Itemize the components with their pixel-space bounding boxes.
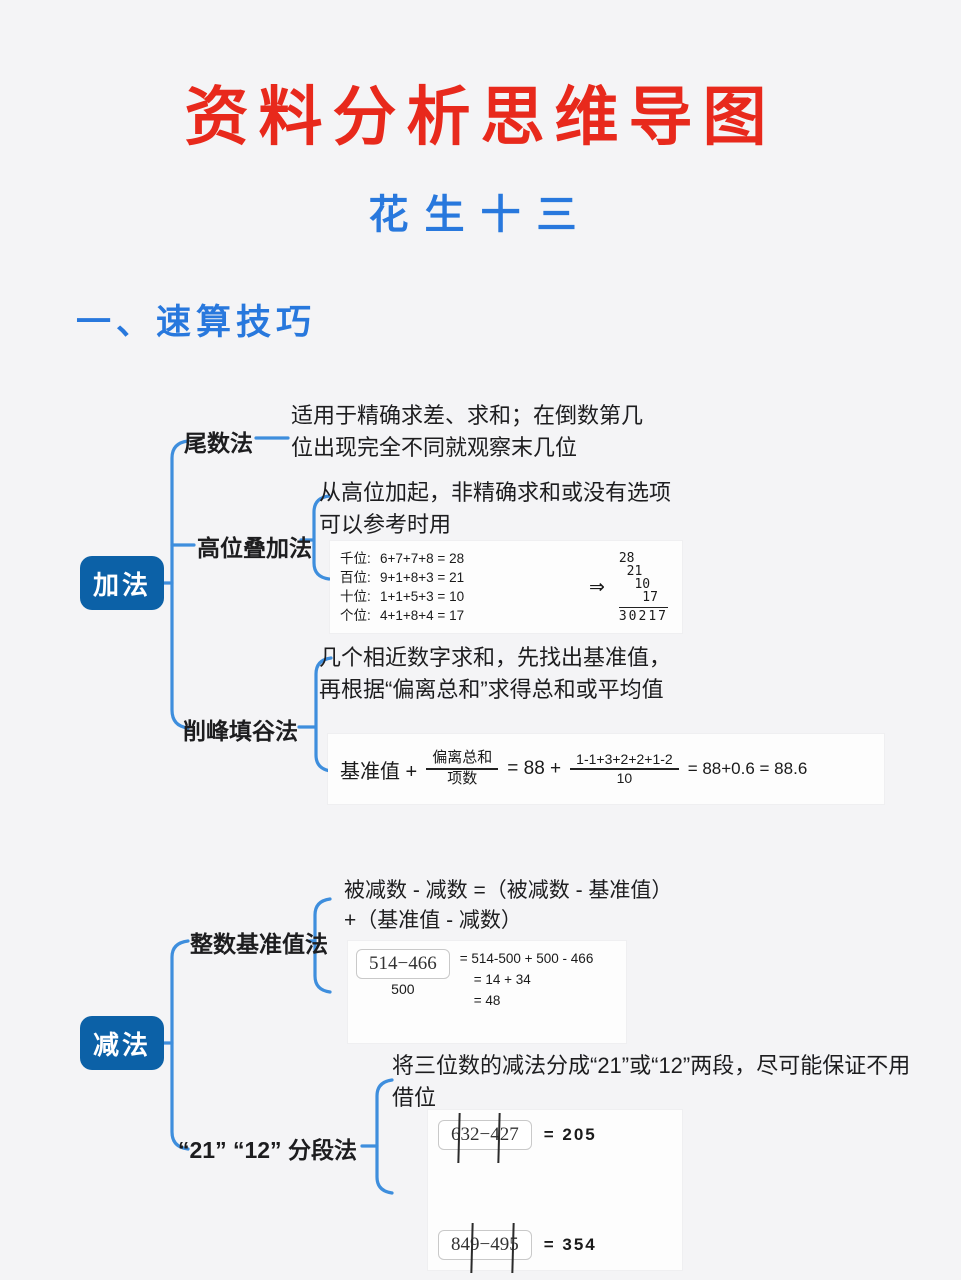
base-value: 500	[391, 981, 415, 997]
subtraction-trunk	[170, 939, 190, 1151]
segment-tick	[470, 1222, 474, 1274]
example-panel-fenduan: 632−427 = 205 849−495 = 354	[428, 1110, 682, 1274]
example-row: 632−427 = 205	[438, 1112, 672, 1164]
formula-mid: = 88 +	[507, 758, 562, 779]
fraction-deviation: 偏离总和 项数	[426, 749, 499, 789]
stacked-sum-total: 30217	[618, 606, 668, 624]
calc-text: 4+1+8+4 = 17	[380, 608, 465, 623]
expression-with-ticks: 849−495	[438, 1222, 532, 1274]
calc-text: 6+7+7+8 = 28	[380, 551, 465, 566]
branch-label-fenduan: “21” “12” 分段法	[178, 1137, 357, 1163]
formula-lhs: 基准值 +	[340, 760, 418, 783]
node-addition: 加法	[80, 556, 164, 610]
fraction-numbers: 1-1+3+2+2+1-2 10	[570, 751, 679, 788]
place-label: 个位:	[340, 608, 371, 623]
page-subtitle: 花生十三	[368, 193, 593, 237]
fraction-denominator: 项数	[447, 770, 478, 787]
section-heading: 一、速算技巧	[76, 303, 317, 342]
example-panel-addition: 千位: 6+7+7+8 = 28 百位: 9+1+8+3 = 21 十位: 1+1+5…	[330, 541, 682, 633]
place-label: 千位:	[340, 551, 371, 566]
fenduan-bracket	[375, 1078, 394, 1195]
stacked-addition: 28 21 10 17 30217	[618, 550, 668, 624]
note-gaowei: 从高位加起，非精确求和或没有选项可以参考时用	[319, 480, 672, 537]
branch-label-gaowei: 高位叠加法	[197, 535, 312, 561]
stair-line: 21	[626, 563, 643, 579]
calc-text: 1+1+5+3 = 10	[380, 589, 465, 604]
expression-with-ticks: 632−427	[438, 1112, 532, 1164]
example-row: 849−495 = 354	[438, 1222, 672, 1274]
stair-line: 28	[618, 550, 635, 566]
place-label: 十位:	[340, 589, 371, 604]
expression-with-base: 514−466 500	[356, 949, 450, 1035]
calc-row: 十位: 1+1+5+3 = 10	[340, 587, 575, 606]
node-subtraction: 减法	[80, 1016, 164, 1070]
formula-rhs: = 88+0.6 = 88.6	[687, 759, 808, 778]
example-panel-zhengshu: 514−466 500 = 514-500 + 500 - 466 = 14 +…	[348, 941, 626, 1043]
note-zhengshu: 被减数 - 减数 =（被减数 - 基准值）+（基准值 - 减数）	[344, 879, 662, 933]
expression-box: 514−466	[356, 949, 450, 979]
note-fenduan: 将三位数的减法分成“21”或“12”两段，尽可能保证不用借位	[392, 1053, 911, 1110]
fraction-numerator: 偏离总和	[426, 749, 499, 770]
branch-label-zhengshu: 整数基准值法	[190, 931, 328, 957]
branch-label-xuefeng: 削峰填谷法	[183, 718, 298, 744]
place-label: 百位:	[340, 570, 371, 585]
calc-row: 个位: 4+1+8+4 = 17	[340, 606, 575, 625]
calc-row: 千位: 6+7+7+8 = 28	[340, 549, 575, 568]
formula-panel-xuefeng: 基准值 + 偏离总和 项数 = 88 + 1-1+3+2+2+1-2 10 = …	[328, 734, 884, 804]
expression-box: 632−427	[438, 1120, 532, 1150]
expression-box: 849−495	[438, 1230, 532, 1260]
calc-text: 9+1+8+3 = 21	[380, 570, 465, 585]
calc-row: 百位: 9+1+8+3 = 21	[340, 568, 575, 587]
segment-tick	[457, 1112, 461, 1164]
implies-arrow-icon: ⇒	[588, 576, 605, 598]
fraction-denominator: 10	[616, 770, 633, 786]
stair-line: 10	[634, 576, 651, 592]
note-xuefeng: 几个相近数字求和，先找出基准值，再根据“偏离总和”求得总和或平均值	[319, 645, 672, 702]
page-title: 资料分析思维导图	[184, 81, 777, 153]
note-weishufa: 适用于精确求差、求和；在倒数第几位出现完全不同就观察末几位	[291, 403, 644, 460]
example-result: = 205	[543, 1125, 597, 1144]
step-line: = 514-500 + 500 - 466	[459, 951, 594, 966]
fraction-numerator: 1-1+3+2+2+1-2	[570, 751, 679, 770]
step-line: = 14 + 34	[473, 971, 531, 987]
stair-line: 17	[642, 589, 658, 605]
worked-steps: = 514-500 + 500 - 466 = 14 + 34 = 48	[460, 949, 594, 1035]
addition-trunk	[170, 439, 190, 730]
step-line: = 48	[473, 992, 501, 1008]
example-result: = 354	[543, 1235, 597, 1254]
place-value-sums: 千位: 6+7+7+8 = 28 百位: 9+1+8+3 = 21 十位: 1+1+5…	[340, 549, 575, 625]
branch-label-weishufa: 尾数法	[184, 430, 253, 456]
